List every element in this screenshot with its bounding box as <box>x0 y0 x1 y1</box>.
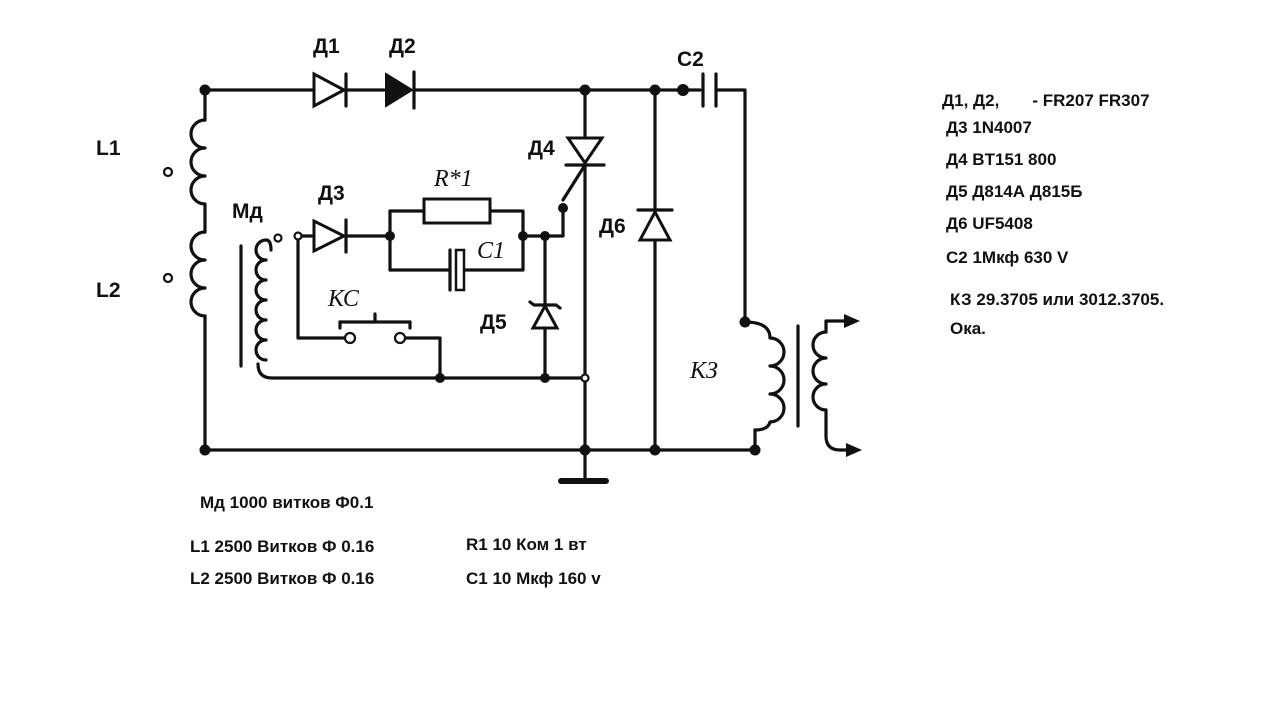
component-specs-list: Д1, Д2, - FR207 FR307 Д3 1N4007 Д4 BT151… <box>942 91 1164 338</box>
label-d3: Д3 <box>318 182 345 205</box>
spec-line: Д3 1N4007 <box>946 118 1032 137</box>
label-d1: Д1 <box>313 35 340 58</box>
spec-line: Д4 BT151 800 <box>946 150 1056 169</box>
circuit-wires <box>203 88 757 480</box>
spec-line: C2 1Мкф 630 V <box>946 248 1069 267</box>
spec-line: Д1, Д2, - FR207 FR307 <box>942 91 1150 110</box>
spec-line: Д5 Д814А Д815Б <box>946 182 1082 201</box>
resistor-r1-symbol <box>422 197 492 225</box>
sensor-winding-md-symbol <box>239 231 303 368</box>
label-md: Мд <box>232 200 263 223</box>
note-c1: C1 10 Мкф 160 v <box>466 569 601 588</box>
diode-d1-symbol <box>312 71 348 109</box>
label-d2: Д2 <box>389 35 416 58</box>
push-button-ks-symbol <box>338 312 412 345</box>
label-l1: L1 <box>96 137 121 160</box>
label-c1: C1 <box>477 238 505 264</box>
coil-l1-symbol <box>162 118 207 206</box>
note-r1: R1 10 Ком 1 вт <box>466 535 587 554</box>
label-d5: Д5 <box>480 311 507 334</box>
capacitor-c1-symbol <box>448 248 466 292</box>
note-l1: L1 2500 Витков Ф 0.16 <box>190 537 374 556</box>
zener-diode-d5-symbol <box>528 300 562 330</box>
spec-line: Д6 UF5408 <box>946 214 1033 233</box>
note-md: Мд 1000 витков Ф0.1 <box>200 493 373 512</box>
capacitor-c2-symbol <box>701 72 718 108</box>
label-c2: C2 <box>677 48 704 71</box>
thyristor-d4-symbol <box>558 136 606 213</box>
label-l2: L2 <box>96 279 121 302</box>
label-kz: КЗ <box>689 358 718 384</box>
label-r1: R*1 <box>433 166 473 192</box>
label-d4: Д4 <box>528 137 555 160</box>
note-l2: L2 2500 Витков Ф 0.16 <box>190 569 374 588</box>
diode-d2-symbol <box>385 70 416 110</box>
diode-d3-symbol <box>312 218 348 254</box>
label-ks: КС <box>327 286 360 312</box>
spec-line: Ока. <box>950 319 986 338</box>
label-d6: Д6 <box>599 215 626 238</box>
coil-l2-symbol <box>162 230 207 318</box>
ignition-coil-kz-symbol <box>743 314 862 457</box>
spec-line: КЗ 29.3705 или 3012.3705. <box>950 290 1164 309</box>
component-labels: Д1 Д2 Д3 Д4 Д5 Д6 C2 L1 L2 Мд R*1 C1 КС … <box>96 35 718 384</box>
diode-d6-symbol <box>636 208 674 242</box>
winding-notes: Мд 1000 витков Ф0.1 L1 2500 Витков Ф 0.1… <box>190 493 601 588</box>
